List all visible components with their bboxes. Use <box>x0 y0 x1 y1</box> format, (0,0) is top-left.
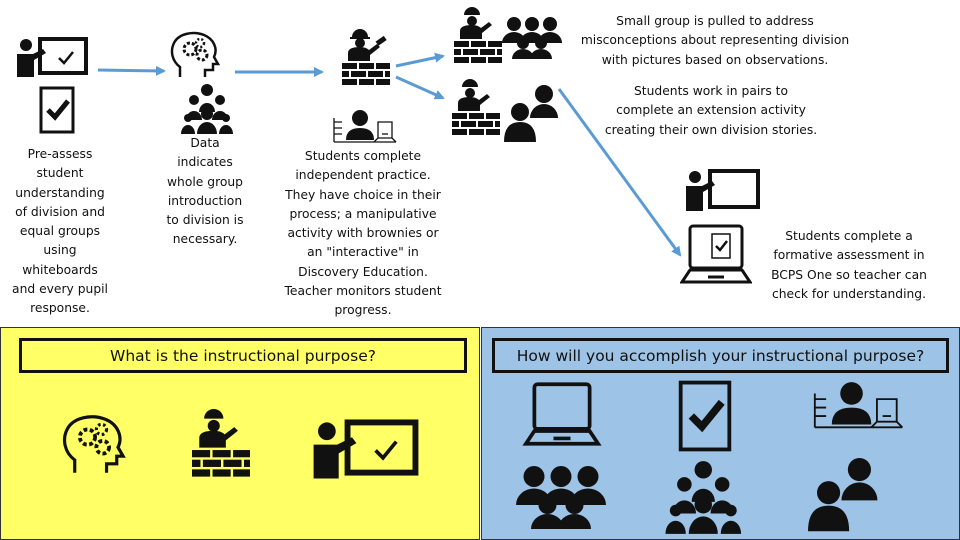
small-group-icon <box>516 466 606 529</box>
worker-wall-icon <box>342 29 390 85</box>
worker-wall-icon <box>192 408 250 477</box>
student-laptop-icon <box>813 382 904 429</box>
small-group-worker-icon <box>454 7 502 63</box>
small-group-people-icon <box>502 17 562 59</box>
laptop-icon <box>522 382 602 446</box>
brain-gears-icon <box>62 415 126 473</box>
accomplish-question: How will you accomplish your instruction… <box>492 338 949 373</box>
purpose-question: What is the instructional purpose? <box>19 338 467 373</box>
student-laptop-icon <box>333 110 397 143</box>
arrow-1 <box>97 65 166 76</box>
teacher-board-icon <box>313 419 419 479</box>
pair-icon <box>808 458 878 532</box>
laptop-check-icon <box>680 224 752 284</box>
checklist-icon <box>678 380 732 452</box>
teacher-board-icon <box>17 37 88 77</box>
group-icon <box>181 84 233 134</box>
pair-icon <box>504 85 558 142</box>
pairs-worker-icon <box>452 79 500 135</box>
formative-teacher-icon <box>686 169 760 211</box>
arrow-3 <box>395 52 445 68</box>
checklist-icon <box>39 86 75 134</box>
arrow-4 <box>395 75 445 100</box>
brain-gears-icon <box>170 31 221 77</box>
group-icon <box>665 461 742 534</box>
arrow-5 <box>557 88 682 257</box>
